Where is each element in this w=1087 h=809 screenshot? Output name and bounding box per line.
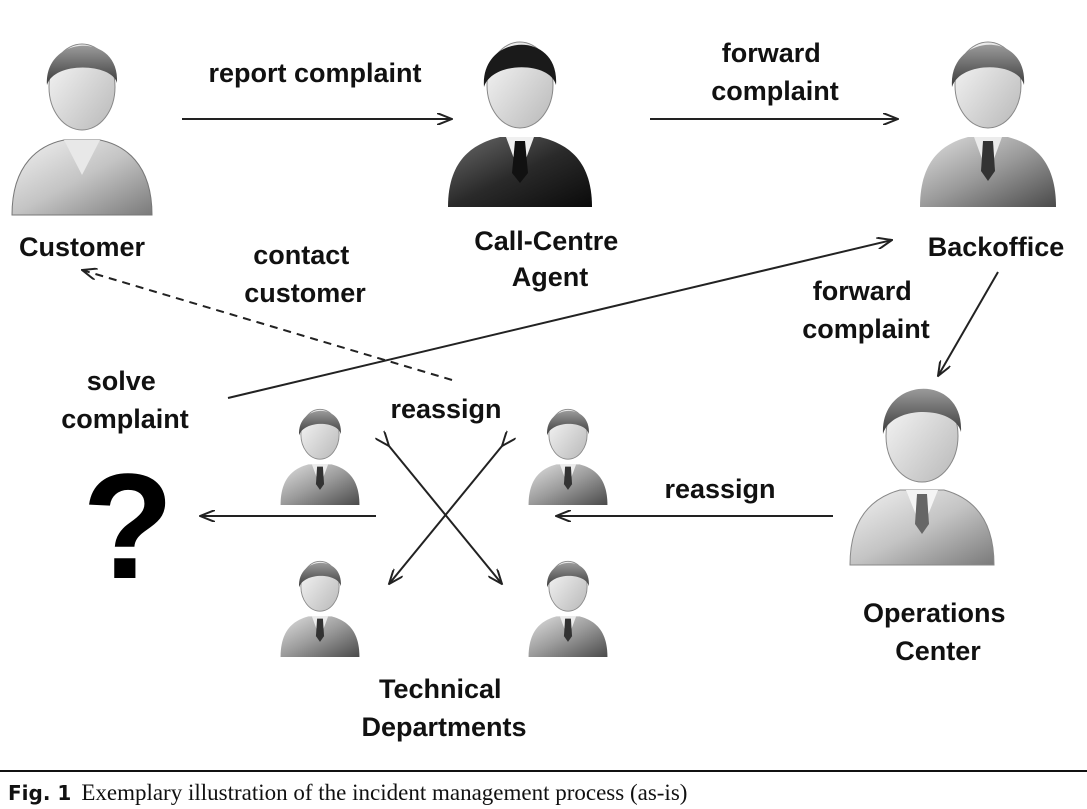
- operations-center-label: Operations Center: [863, 598, 1013, 666]
- backoffice-avatar: [920, 41, 1056, 207]
- report-complaint-label: report complaint: [208, 58, 421, 88]
- technical-dept-person-1: [280, 408, 360, 505]
- operations-center-avatar: [849, 388, 995, 566]
- caption-text: Exemplary illustration of the incident m…: [81, 780, 688, 805]
- caption-rule: [0, 770, 1087, 772]
- reassign-cross-arrow-b: [389, 446, 502, 584]
- call-centre-agent-label: Call-Centre Agent: [474, 226, 626, 292]
- question-mark-glyph: ?: [82, 442, 174, 610]
- solve-complaint-label: solve complaint: [61, 366, 189, 434]
- forward-complaint-arrow-2: [938, 271, 999, 376]
- customer-avatar: [11, 43, 153, 216]
- forward-complaint-label-2: forward complaint: [802, 276, 930, 344]
- technical-dept-person-4: [528, 560, 608, 657]
- technical-dept-person-2: [528, 408, 608, 505]
- figure-caption: Fig. 1 Exemplary illustration of the inci…: [8, 780, 687, 806]
- reassign-label-ops: reassign: [664, 474, 775, 504]
- reassign-label-tech: reassign: [390, 394, 501, 424]
- technical-departments-label: Technical Departments: [361, 674, 526, 742]
- call-centre-agent-avatar: [448, 41, 592, 207]
- forward-complaint-label-1: forward complaint: [711, 38, 839, 106]
- contact-customer-label: contact customer: [244, 240, 366, 308]
- figure-number: Fig. 1: [8, 781, 72, 805]
- backoffice-label: Backoffice: [928, 232, 1065, 262]
- customer-label: Customer: [19, 232, 146, 262]
- solve-to-backoffice-arrow: [227, 240, 892, 399]
- technical-dept-person-3: [280, 560, 360, 657]
